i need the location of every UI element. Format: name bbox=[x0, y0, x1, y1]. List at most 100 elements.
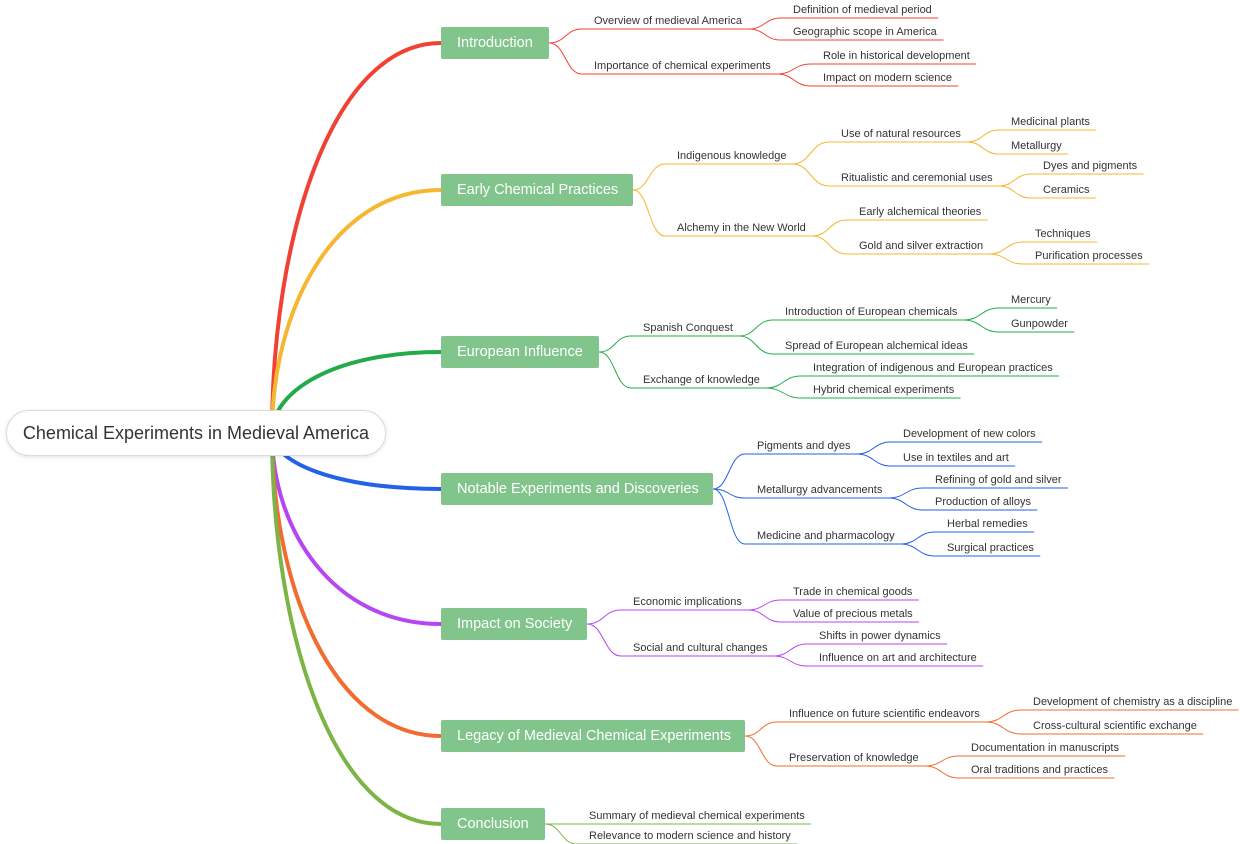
connector-line bbox=[773, 655, 808, 667]
subtopic-level-1[interactable]: Economic implications bbox=[633, 596, 742, 608]
connector-line bbox=[632, 189, 666, 237]
branch-topic-label: Conclusion bbox=[457, 816, 529, 832]
connector-line bbox=[887, 487, 924, 499]
subtopic-level-2[interactable]: Development of chemistry as a discipline bbox=[1033, 696, 1233, 708]
subtopic-level-2[interactable]: Cross-cultural scientific exchange bbox=[1033, 720, 1197, 732]
connector-line bbox=[988, 253, 1024, 265]
branch-topic-label: Introduction bbox=[457, 35, 533, 51]
subtopic-level-2[interactable]: Ritualistic and ceremonial uses bbox=[841, 172, 993, 184]
branch-topic[interactable]: Introduction bbox=[441, 27, 549, 59]
connector-line bbox=[712, 488, 746, 545]
subtopic-level-2[interactable]: Herbal remedies bbox=[947, 518, 1028, 530]
branch-topic-label: Legacy of Medieval Chemical Experiments bbox=[457, 728, 732, 744]
subtopic-level-3[interactable]: Dyes and pigments bbox=[1043, 160, 1138, 172]
root-topic[interactable]: Chemical Experiments in Medieval America bbox=[6, 410, 386, 456]
connector-line bbox=[791, 141, 830, 165]
subtopic-level-1[interactable]: Social and cultural changes bbox=[633, 642, 768, 654]
connector-line bbox=[738, 319, 774, 337]
branch-topic[interactable]: Conclusion bbox=[441, 808, 545, 840]
subtopic-level-1[interactable]: Exchange of knowledge bbox=[643, 374, 760, 386]
subtopic-level-2[interactable]: Gold and silver extraction bbox=[859, 240, 984, 252]
connector-line bbox=[586, 609, 622, 625]
connector-line bbox=[747, 609, 782, 623]
branch-topic[interactable]: European Influence bbox=[441, 336, 599, 368]
subtopic-level-2[interactable]: Development of new colors bbox=[903, 428, 1036, 440]
branch-topic-label: Early Chemical Practices bbox=[457, 182, 619, 198]
subtopic-level-2[interactable]: Impact on modern science bbox=[823, 72, 953, 84]
branch-topic[interactable]: Legacy of Medieval Chemical Experiments bbox=[441, 720, 745, 752]
connector-line bbox=[962, 307, 1000, 321]
subtopic-level-2[interactable]: Definition of medieval period bbox=[793, 4, 932, 16]
root-topic-label: Chemical Experiments in Medieval America bbox=[22, 422, 370, 443]
subtopic-level-2[interactable]: Spread of European alchemical ideas bbox=[785, 340, 968, 352]
connector-line bbox=[966, 129, 1000, 143]
connector-line bbox=[598, 335, 632, 353]
connector-line bbox=[548, 42, 583, 75]
subtopic-level-1[interactable]: Pigments and dyes bbox=[757, 440, 851, 452]
connector-line bbox=[586, 623, 622, 657]
connector-line bbox=[856, 441, 892, 455]
subtopic-level-1[interactable]: Summary of medieval chemical experiments bbox=[589, 810, 805, 822]
connector-line bbox=[776, 73, 812, 87]
subtopic-level-2[interactable]: Influence on art and architecture bbox=[819, 652, 977, 664]
connector-line bbox=[765, 375, 802, 389]
branch-topic[interactable]: Notable Experiments and Discoveries bbox=[441, 473, 713, 505]
connector-line bbox=[744, 735, 778, 767]
connector-line bbox=[924, 765, 960, 779]
subtopic-level-3[interactable]: Ceramics bbox=[1043, 184, 1090, 196]
connector-line bbox=[738, 335, 774, 355]
subtopic-level-1[interactable]: Spanish Conquest bbox=[643, 322, 733, 334]
connector-line bbox=[765, 387, 802, 399]
branch-topic[interactable]: Early Chemical Practices bbox=[441, 174, 633, 206]
subtopic-level-2[interactable]: Early alchemical theories bbox=[859, 206, 982, 218]
subtopic-level-1[interactable]: Overview of medieval America bbox=[594, 15, 742, 27]
connector-line bbox=[985, 709, 1022, 723]
subtopic-level-2[interactable]: Use of natural resources bbox=[841, 128, 961, 140]
subtopic-level-2[interactable]: Geographic scope in America bbox=[793, 26, 937, 38]
subtopic-level-2[interactable]: Oral traditions and practices bbox=[971, 764, 1108, 776]
subtopic-level-2[interactable]: Shifts in power dynamics bbox=[819, 630, 941, 642]
connector-line bbox=[998, 173, 1032, 187]
branch-connector bbox=[270, 188, 443, 435]
subtopic-level-3[interactable]: Gunpowder bbox=[1011, 318, 1068, 330]
connector-line bbox=[776, 63, 812, 75]
subtopic-level-2[interactable]: Production of alloys bbox=[935, 496, 1031, 508]
subtopic-level-1[interactable]: Preservation of knowledge bbox=[789, 752, 919, 764]
branch-topic-label: Notable Experiments and Discoveries bbox=[457, 481, 699, 497]
subtopic-level-2[interactable]: Role in historical development bbox=[823, 50, 970, 62]
connector-line bbox=[811, 235, 848, 255]
subtopic-level-3[interactable]: Medicinal plants bbox=[1011, 116, 1090, 128]
subtopic-level-1[interactable]: Relevance to modern science and history bbox=[589, 830, 791, 842]
subtopic-level-1[interactable]: Influence on future scientific endeavors bbox=[789, 708, 980, 720]
subtopic-level-1[interactable]: Alchemy in the New World bbox=[677, 222, 806, 234]
subtopic-level-1[interactable]: Metallurgy advancements bbox=[757, 484, 883, 496]
branch-topic-label: European Influence bbox=[457, 344, 583, 360]
connector-line bbox=[544, 823, 578, 844]
connector-line bbox=[998, 185, 1032, 199]
subtopic-level-1[interactable]: Medicine and pharmacology bbox=[757, 530, 895, 542]
subtopic-level-2[interactable]: Refining of gold and silver bbox=[935, 474, 1062, 486]
subtopic-level-3[interactable]: Purification processes bbox=[1035, 250, 1143, 262]
subtopic-level-1[interactable]: Importance of chemical experiments bbox=[594, 60, 771, 72]
subtopic-level-2[interactable]: Value of precious metals bbox=[793, 608, 913, 620]
subtopic-level-2[interactable]: Surgical practices bbox=[947, 542, 1034, 554]
connector-line bbox=[548, 28, 583, 44]
subtopic-level-3[interactable]: Techniques bbox=[1035, 228, 1091, 240]
subtopic-level-2[interactable]: Hybrid chemical experiments bbox=[813, 384, 955, 396]
connector-line bbox=[744, 721, 778, 737]
subtopic-level-3[interactable]: Metallurgy bbox=[1011, 140, 1062, 152]
connector-line bbox=[900, 531, 936, 545]
connector-line bbox=[924, 755, 960, 767]
subtopic-level-3[interactable]: Mercury bbox=[1011, 294, 1051, 306]
connector-line bbox=[985, 721, 1022, 735]
subtopic-level-2[interactable]: Documentation in manuscripts bbox=[971, 742, 1119, 754]
subtopic-level-2[interactable]: Trade in chemical goods bbox=[793, 586, 913, 598]
subtopic-level-1[interactable]: Indigenous knowledge bbox=[677, 150, 787, 162]
branch-topic[interactable]: Impact on Society bbox=[441, 608, 587, 640]
subtopic-level-2[interactable]: Introduction of European chemicals bbox=[785, 306, 958, 318]
connector-line bbox=[773, 643, 808, 657]
connector-line bbox=[962, 319, 1000, 333]
subtopic-level-2[interactable]: Integration of indigenous and European p… bbox=[813, 362, 1053, 374]
subtopic-level-2[interactable]: Use in textiles and art bbox=[903, 452, 1009, 464]
